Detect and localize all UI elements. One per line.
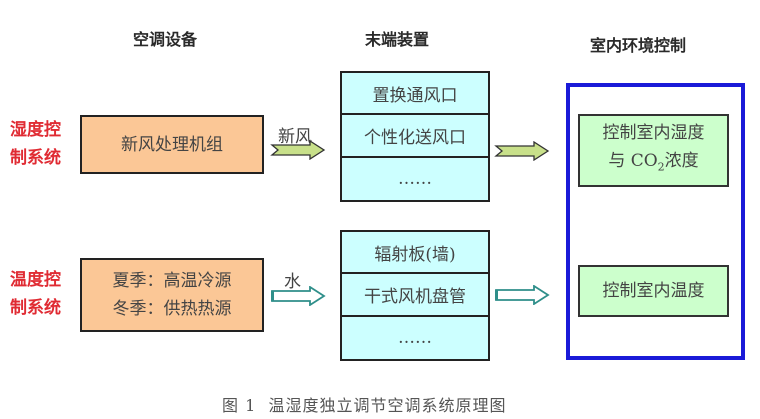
terminal-stack-humidity: 置换通风口 个性化送风口 …… [340, 71, 490, 202]
control-box-humidity: 控制室内湿度 与 CO2浓度 [578, 114, 729, 187]
terminal-item: …… [398, 328, 432, 348]
row-label-humidity-line2: 制系统 [10, 148, 61, 168]
row-label-temperature-line1: 温度控 [10, 270, 61, 290]
terminal-item: …… [398, 169, 432, 189]
equipment-text: 新风处理机组 [121, 134, 223, 155]
figure-caption: 图 1 温湿度独立调节空调系统原理图 [222, 396, 507, 415]
equipment-box-temperature: 夏季：高温冷源 冬季：供热热源 [80, 258, 264, 332]
row-label-temperature: 温度控 制系统 [10, 266, 61, 322]
terminal-item: 置换通风口 [342, 73, 488, 115]
control-box-temperature: 控制室内温度 [578, 265, 729, 317]
column-header-indoor: 室内环境控制 [590, 36, 687, 55]
water-arrow-icon [271, 286, 326, 306]
terminal-item: 干式风机盘管 [342, 274, 488, 317]
terminal-item: 辐射板(墙) [342, 232, 488, 274]
air-arrow-icon [494, 141, 550, 161]
air-arrow-icon [270, 140, 326, 160]
row-label-humidity: 湿度控 制系统 [10, 116, 61, 172]
terminal-stack-temperature: 辐射板(墙) 干式风机盘管 …… [340, 230, 490, 361]
row-label-humidity-line1: 湿度控 [10, 120, 61, 140]
indoor-environment-box [566, 83, 745, 360]
equipment-text: 夏季：高温冷源 [112, 271, 232, 291]
column-header-terminal: 末端装置 [365, 30, 430, 49]
water-arrow-icon [495, 285, 550, 305]
control-text-line1: 控制室内湿度 [602, 123, 705, 144]
equipment-box-humidity: 新风处理机组 [80, 115, 264, 174]
medium-label-air: 新风 [278, 127, 312, 147]
control-text-line2: 与 CO2浓度 [608, 151, 699, 174]
equipment-text: 冬季：供热热源 [112, 299, 232, 319]
control-text-line1: 控制室内温度 [602, 281, 705, 301]
column-header-equipment: 空调设备 [133, 30, 198, 49]
row-label-temperature-line2: 制系统 [10, 298, 61, 318]
medium-label-water: 水 [284, 272, 301, 292]
terminal-item: 个性化送风口 [342, 115, 488, 158]
